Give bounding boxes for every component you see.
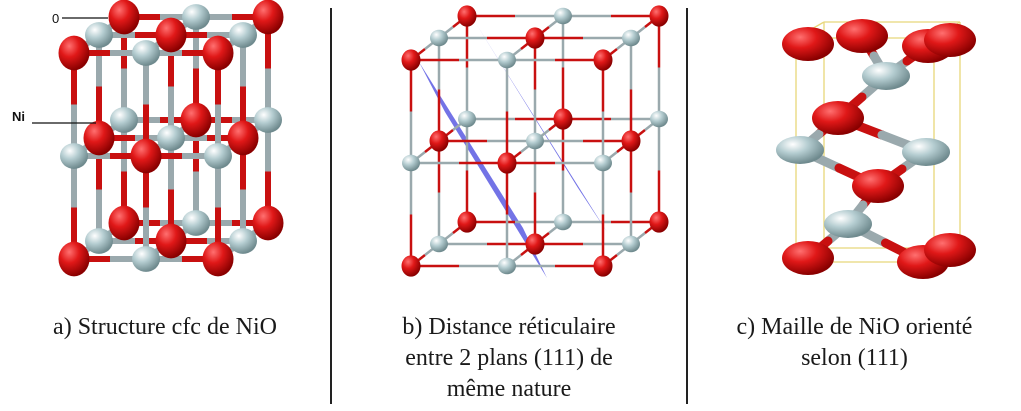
nickel-atom [498,257,516,275]
lattice-b [401,5,669,277]
nickel-atom [132,40,160,66]
nickel-atom [650,110,668,128]
caption-a: a) Structure cfc de NiO [53,314,277,340]
oxygen-atom [227,120,259,156]
oxygen-atom [155,223,187,259]
nickel-atom [204,143,232,169]
oxygen-atom [202,241,234,277]
nickel-atom [862,62,910,90]
plane-111-right [475,22,607,232]
oxygen-atom [130,138,162,174]
nickel-atom [182,4,210,30]
oxygen-atom [649,5,669,27]
nickel-atom [554,213,572,231]
oxygen-atom [58,35,90,71]
oxygen-atom [621,130,641,152]
oxygen-atom [58,241,90,277]
oxygen-atom [924,23,976,57]
panel-b: b) Distance réticulaire entre 2 plans (1… [333,0,685,411]
caption-b-line-3: même nature [446,376,572,402]
oxygen-atom [401,49,421,71]
oxygen-atom [924,233,976,267]
nickel-atom [229,228,257,254]
divider-right [686,8,688,404]
oxygen-atom [155,17,187,53]
nickel-atom [85,22,113,48]
nickel-atom [622,29,640,47]
caption-c-line-1: c) Maille de NiO orienté [736,314,973,340]
oxygen-atom [497,152,517,174]
nio-111-planes-figure [401,5,669,278]
nickel-atom [402,154,420,172]
nickel-atom [824,210,872,238]
caption-b: b) Distance réticulaire entre 2 plans (1… [333,312,685,405]
caption-c-line-2: selon (111) [801,345,908,371]
nickel-atom [60,143,88,169]
nickel-label: Ni [12,109,25,124]
oxygen-atom [782,241,834,275]
nickel-atom [132,246,160,272]
oxygen-atom [782,27,834,61]
oxygen-label: 0 [52,11,59,26]
panel-c: c) Maille de NiO orienté selon (111) [688,0,1021,411]
oxygen-atom [83,120,115,156]
oxygen-atom [252,205,284,241]
nio-cfc-structure-figure: 0 Ni [12,0,284,277]
lattice-c [776,19,976,279]
nickel-atom [622,235,640,253]
caption-b-line-2: entre 2 plans (111) de [405,345,613,371]
oxygen-atom [812,101,864,135]
plane-111-left [419,62,547,278]
oxygen-atom [593,255,613,277]
oxygen-atom [108,205,140,241]
nickel-atom [430,29,448,47]
caption-b-line-1: b) Distance réticulaire [402,314,616,340]
caption-c: c) Maille de NiO orienté selon (111) [688,312,1021,374]
oxygen-atom [429,130,449,152]
oxygen-atom [649,211,669,233]
nickel-atom [594,154,612,172]
nickel-atom [254,107,282,133]
nickel-atom [430,235,448,253]
oxygen-atom [180,102,212,138]
nickel-atom [110,107,138,133]
nickel-atom [85,228,113,254]
nickel-atom [554,7,572,25]
oxygen-atom [252,0,284,35]
nickel-atom [498,51,516,69]
nickel-atom [458,110,476,128]
lattice-a [58,0,284,277]
oxygen-atom [593,49,613,71]
oxygen-atom [401,255,421,277]
nickel-atom [526,132,544,150]
oxygen-atom [525,27,545,49]
nickel-atom [902,138,950,166]
oxygen-atom [457,211,477,233]
oxygen-atom [525,233,545,255]
panel-a: 0 Ni a) Structure cfc de NiO [0,0,330,411]
divider-left [330,8,332,404]
oxygen-atom [852,169,904,203]
nickel-atom [182,210,210,236]
nickel-atom [776,136,824,164]
nickel-atom [229,22,257,48]
oxygen-atom [457,5,477,27]
oxygen-atom [108,0,140,35]
nio-111-oriented-cell-figure [776,19,976,279]
oxygen-atom [202,35,234,71]
nickel-atom [157,125,185,151]
oxygen-atom [553,108,573,130]
oxygen-atom [836,19,888,53]
